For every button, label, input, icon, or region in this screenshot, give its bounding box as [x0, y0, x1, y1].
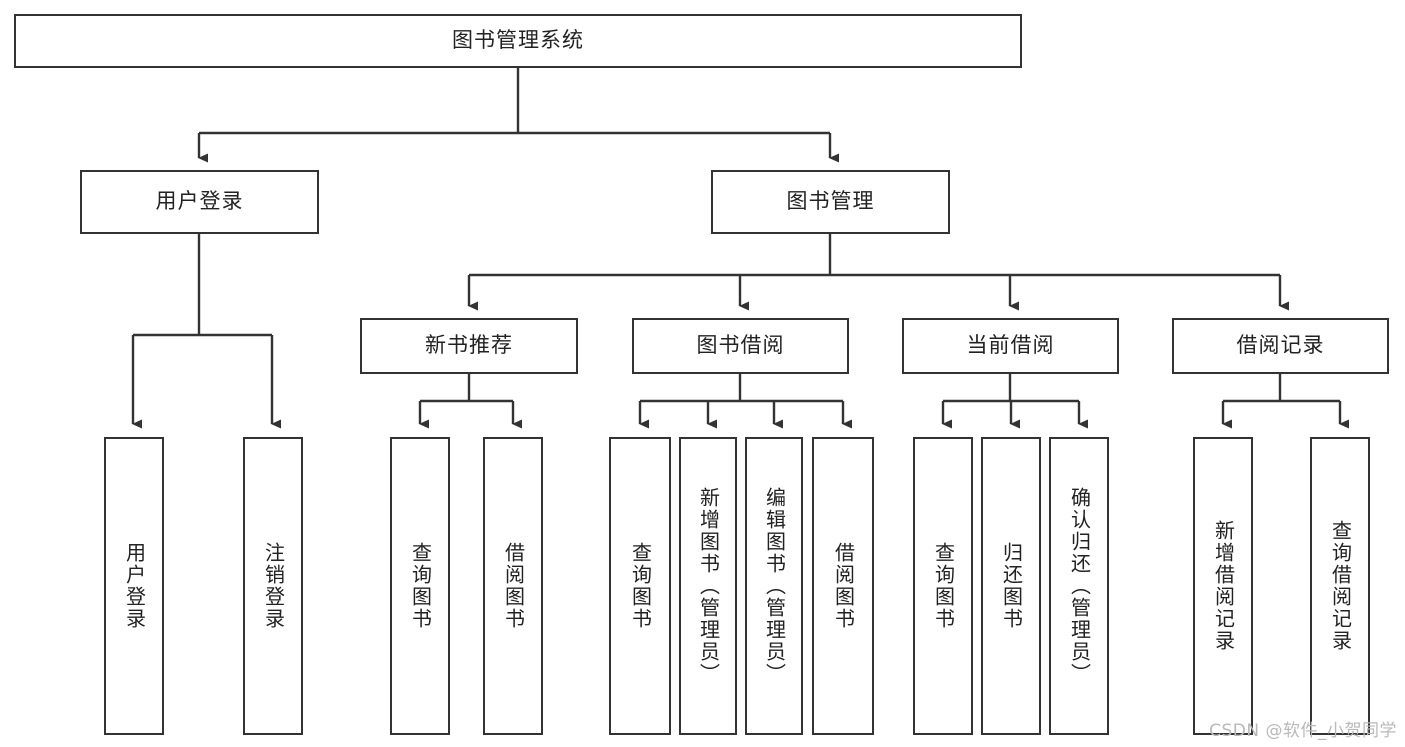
node-leaf-add-book[interactable]: 新增图书（管理员）: [679, 437, 737, 735]
node-book-borrow-label: 图书借阅: [696, 333, 785, 358]
node-leaf-user-login-label: 用户登录: [122, 542, 147, 630]
node-book-management[interactable]: 图书管理: [711, 170, 950, 234]
node-leaf-logout[interactable]: 注销登录: [243, 437, 303, 735]
node-leaf-user-login[interactable]: 用户登录: [104, 437, 164, 735]
node-root-system-label: 图书管理系统: [452, 28, 584, 53]
node-leaf-borrow-book-2[interactable]: 借阅图书: [812, 437, 874, 735]
node-leaf-borrow-book-2-label: 借阅图书: [831, 542, 856, 630]
node-leaf-add-record[interactable]: 新增借阅记录: [1193, 437, 1253, 735]
node-leaf-add-record-label: 新增借阅记录: [1211, 520, 1236, 652]
node-borrow-record-label: 借阅记录: [1236, 333, 1325, 358]
node-leaf-edit-book[interactable]: 编辑图书（管理员）: [745, 437, 803, 735]
node-book-borrow[interactable]: 图书借阅: [632, 318, 849, 374]
node-new-book-recommend-label: 新书推荐: [425, 333, 513, 358]
node-user-login-label: 用户登录: [155, 189, 244, 214]
node-leaf-confirm-return[interactable]: 确认归还（管理员）: [1049, 437, 1109, 735]
node-leaf-query-book-1-label: 查询图书: [408, 542, 433, 630]
node-leaf-borrow-book-1-label: 借阅图书: [501, 542, 526, 630]
node-user-login[interactable]: 用户登录: [80, 170, 319, 234]
node-leaf-add-book-label: 新增图书（管理员）: [696, 487, 721, 685]
watermark-text: CSDN @软件_小贺同学: [1209, 721, 1397, 741]
node-book-management-label: 图书管理: [786, 189, 875, 214]
node-leaf-query-book-3[interactable]: 查询图书: [913, 437, 973, 735]
node-leaf-return-book[interactable]: 归还图书: [981, 437, 1041, 735]
node-leaf-query-book-2[interactable]: 查询图书: [609, 437, 671, 735]
node-new-book-recommend[interactable]: 新书推荐: [360, 318, 578, 374]
node-leaf-edit-book-label: 编辑图书（管理员）: [762, 487, 787, 685]
node-leaf-query-book-3-label: 查询图书: [931, 542, 956, 630]
node-leaf-confirm-return-label: 确认归还（管理员）: [1067, 487, 1092, 685]
node-leaf-return-book-label: 归还图书: [999, 542, 1024, 630]
node-leaf-logout-label: 注销登录: [261, 542, 286, 630]
node-leaf-borrow-book-1[interactable]: 借阅图书: [483, 437, 543, 735]
node-root-system[interactable]: 图书管理系统: [14, 14, 1022, 68]
node-leaf-query-record[interactable]: 查询借阅记录: [1310, 437, 1370, 735]
node-current-borrow[interactable]: 当前借阅: [902, 318, 1119, 374]
node-leaf-query-record-label: 查询借阅记录: [1328, 520, 1353, 652]
node-leaf-query-book-1[interactable]: 查询图书: [390, 437, 450, 735]
node-borrow-record[interactable]: 借阅记录: [1172, 318, 1389, 374]
node-leaf-query-book-2-label: 查询图书: [628, 542, 653, 630]
node-current-borrow-label: 当前借阅: [966, 333, 1055, 358]
